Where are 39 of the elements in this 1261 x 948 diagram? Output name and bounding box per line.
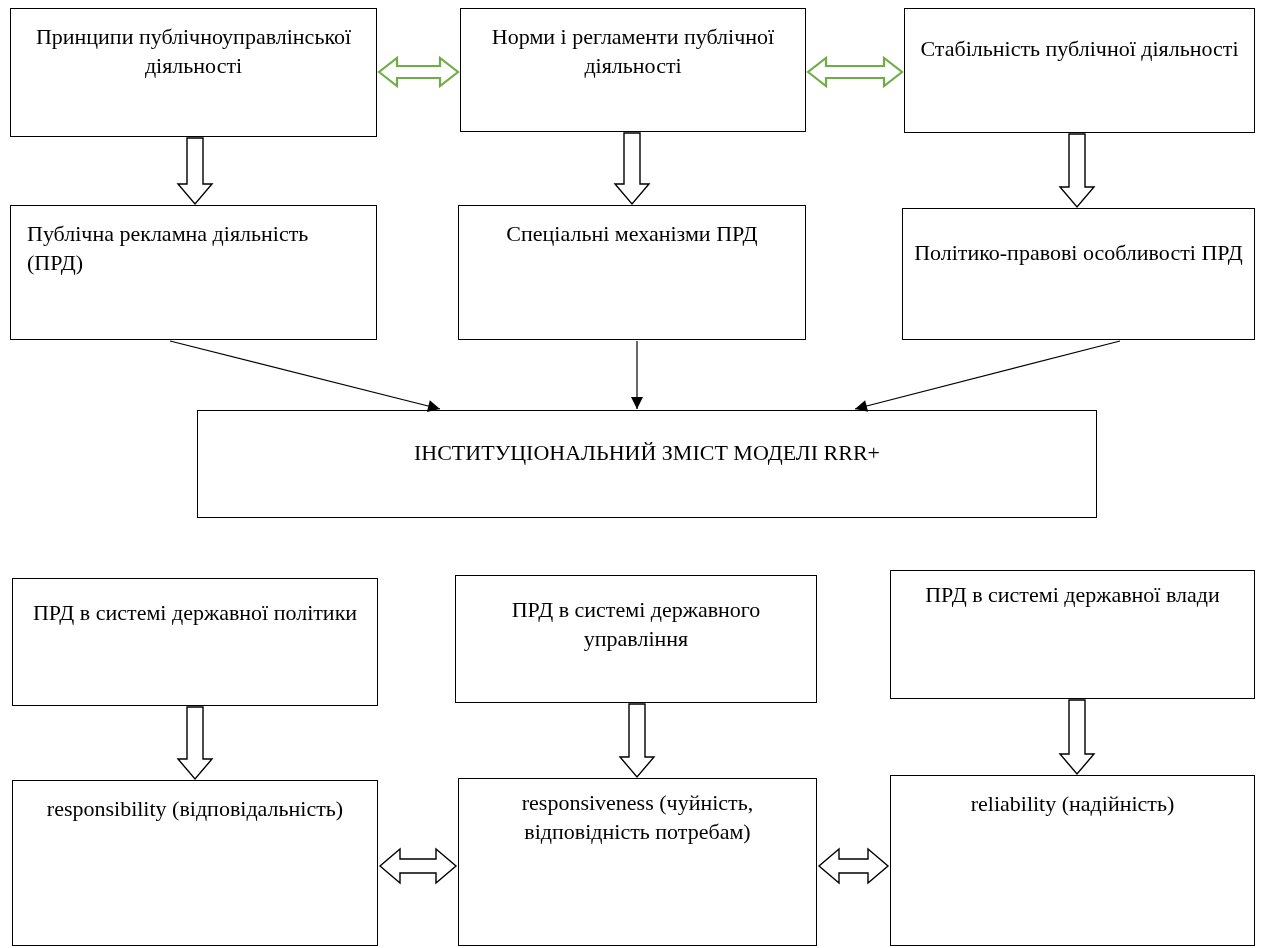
box-text: Публічна рекламна діяльність (ПРД) [27, 220, 310, 277]
process-box [455, 575, 817, 703]
box-text: reliability (надійність) [969, 790, 1176, 818]
process-box [460, 8, 806, 132]
box-text: Норми і регламенти публічної діяльності [490, 23, 776, 80]
block-arrow [176, 706, 214, 781]
box-text: Принципи публічноуправлінської діяльності [34, 23, 353, 80]
process-box [904, 8, 1255, 133]
block-arrow [618, 703, 656, 779]
arrow [854, 340, 1121, 412]
block-arrow [613, 132, 651, 206]
box-text: ПРД в системі державного управління [510, 596, 762, 653]
box-text: Стабільність публічної діяльності [919, 35, 1240, 63]
block-arrow [817, 847, 890, 885]
process-box [890, 775, 1255, 946]
process-box [197, 410, 1097, 518]
process-box [890, 570, 1255, 699]
process-box [458, 205, 806, 340]
process-box [458, 778, 817, 946]
block-arrow [1058, 133, 1096, 209]
box-text: ПРД в системі державної влади [924, 581, 1221, 609]
process-box [12, 578, 378, 706]
block-arrow [377, 55, 460, 89]
box-text: ПРД в системі державної політики [31, 599, 359, 627]
block-arrow [378, 847, 458, 885]
arrow [631, 340, 643, 410]
process-box [10, 8, 377, 137]
arrow [169, 340, 441, 412]
box-text: Спеціальні механізми ПРД [505, 220, 759, 248]
process-box [10, 205, 377, 340]
block-arrow [176, 137, 214, 206]
box-text: ІНСТИТУЦІОНАЛЬНИЙ ЗМІСТ МОДЕЛІ RRR+ [413, 439, 881, 467]
box-text: responsibility (відповідальність) [45, 795, 345, 823]
box-text: responsiveness (чуйність, відповідність потребам) [520, 789, 755, 846]
box-text: Політико-правові особливості ПРД [913, 239, 1244, 267]
block-arrow [806, 55, 904, 89]
process-box [902, 208, 1255, 340]
process-box [12, 780, 378, 946]
block-arrow [1058, 699, 1096, 776]
